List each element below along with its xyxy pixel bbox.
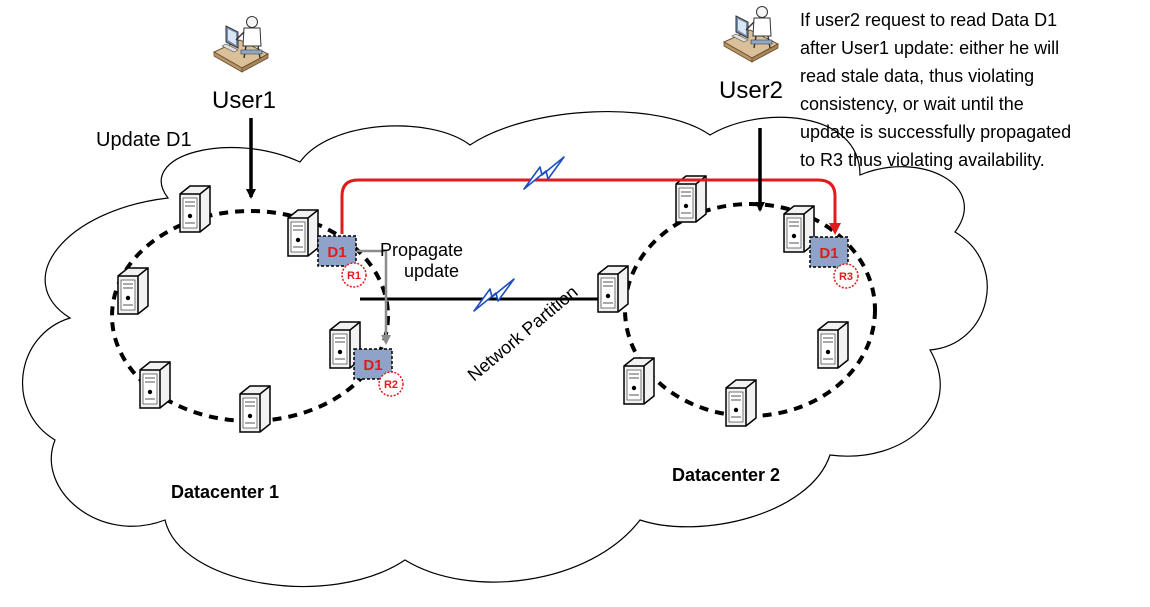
replica-data-label: D1	[327, 244, 346, 261]
replica-id-label: R3	[839, 271, 853, 283]
update-d1-label: Update D1	[96, 129, 192, 151]
replica-r1: D1 R1	[317, 235, 367, 288]
user2-label: User2	[719, 77, 783, 104]
note-line: If user2 request to read Data D1	[800, 10, 1057, 30]
server-icon	[725, 379, 757, 427]
cloud-outline	[21, 111, 988, 587]
replica-id-label: R2	[384, 379, 398, 391]
user1-label: User1	[212, 87, 276, 114]
server-icon	[817, 321, 849, 369]
server-icon	[139, 361, 171, 409]
server-icon	[623, 357, 655, 405]
note-line: update is successfully propagated	[800, 122, 1071, 142]
note-line: read stale data, thus violating	[800, 66, 1034, 86]
user-at-computer-icon	[213, 15, 269, 73]
propagate-label-line2: update	[404, 261, 459, 281]
note-line: consistency, or wait until the	[800, 94, 1024, 114]
replica-data-label: D1	[819, 245, 838, 262]
server-icon	[179, 185, 211, 233]
note-line: to R3 thus violating availability.	[800, 150, 1045, 170]
replica-data-label: D1	[363, 357, 382, 374]
user-at-computer-icon	[723, 5, 779, 63]
server-icon	[287, 209, 319, 257]
server-icon	[239, 385, 271, 433]
datacenter2-label: Datacenter 2	[672, 465, 780, 485]
consistency-note: If user2 request to read Data D1 after U…	[800, 10, 1071, 170]
propagate-arrow	[356, 249, 391, 345]
note-line: after User1 update: either he will	[800, 38, 1059, 58]
replica-id-label: R1	[347, 270, 361, 282]
server-icon	[117, 267, 149, 315]
replica-r2: D1 R2	[353, 348, 404, 397]
replica-r3: D1 R3	[809, 236, 859, 289]
datacenter1-ring	[110, 209, 390, 423]
datacenter1-label: Datacenter 1	[171, 482, 279, 502]
propagate-label-line1: Propagate	[380, 240, 463, 260]
replication-arrow	[340, 178, 841, 235]
server-icon	[597, 265, 629, 313]
server-icon	[675, 175, 707, 223]
